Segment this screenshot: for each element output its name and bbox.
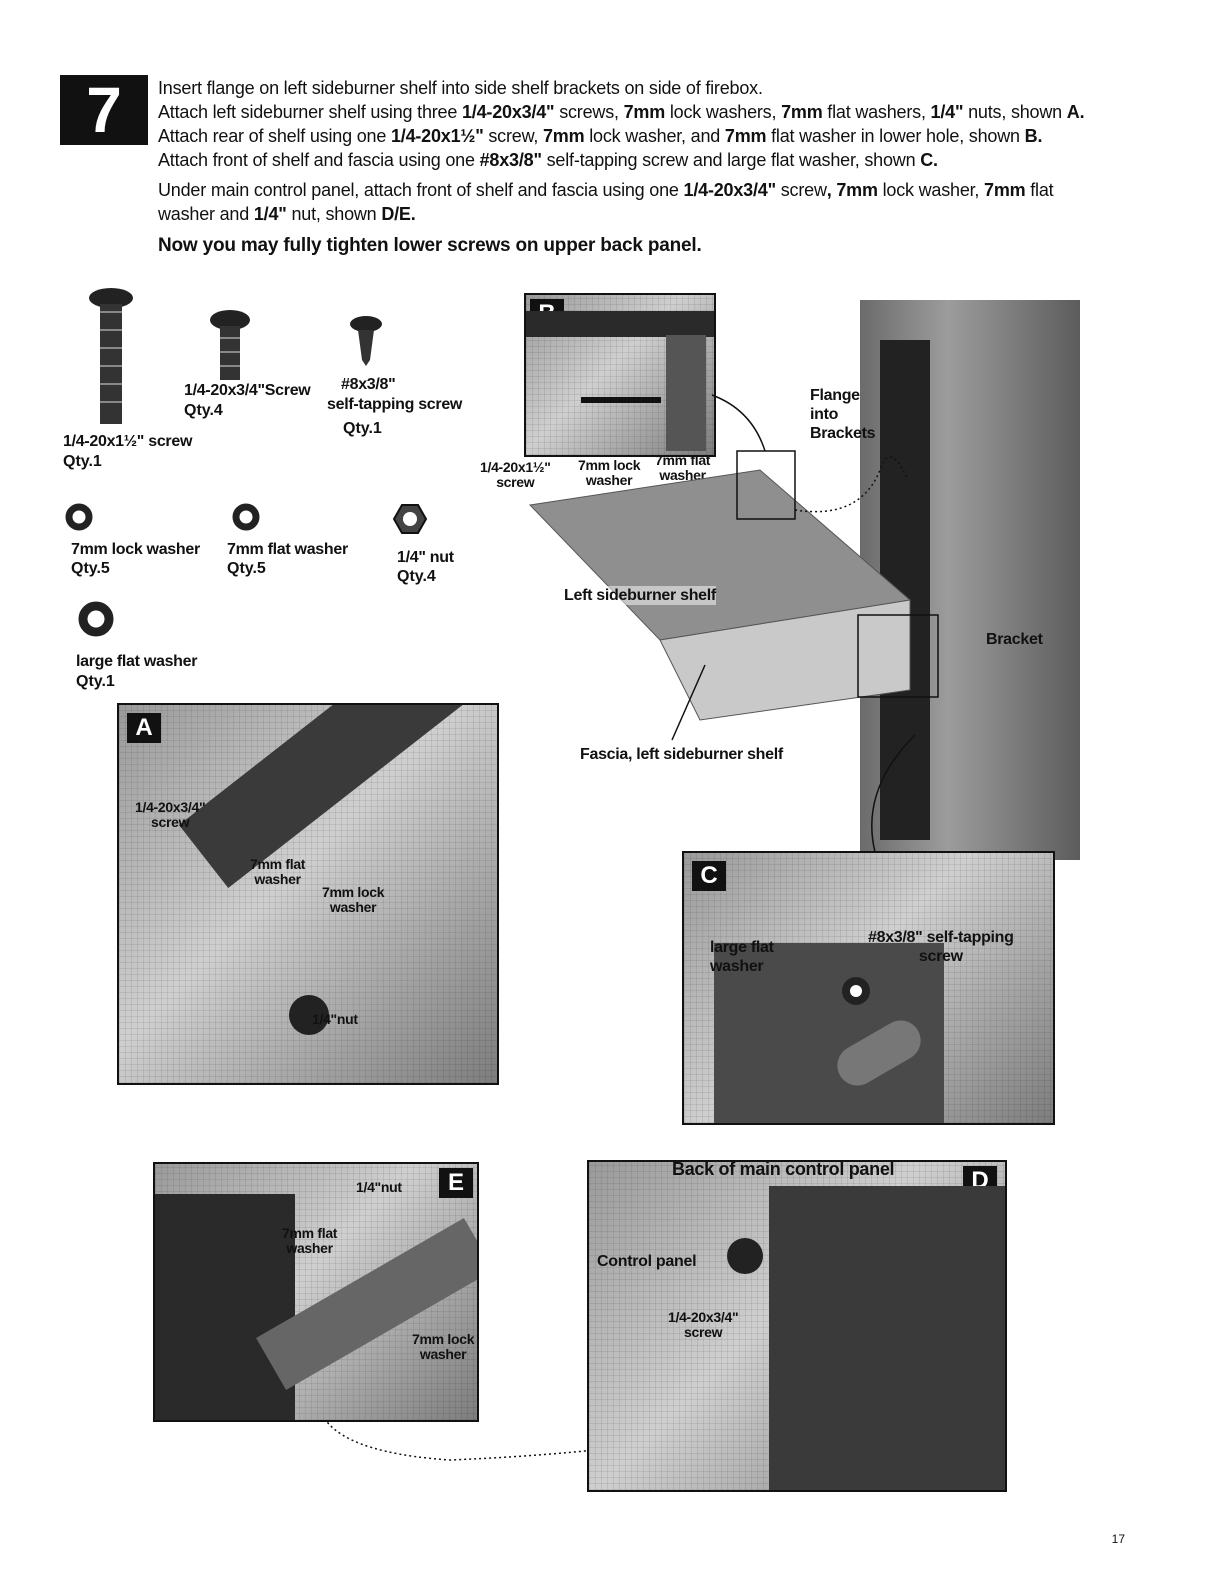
step-number-badge: 7	[60, 75, 148, 145]
bracket-shape	[666, 335, 706, 451]
knob-a-icon	[289, 995, 329, 1035]
flat-washer-icon	[232, 503, 260, 531]
detail-d-screw-label: 1/4-20x3/4"screw	[668, 1309, 739, 1340]
nut-hole-icon	[403, 512, 417, 526]
large-flat-washer-label: large flat washer	[76, 653, 198, 670]
detail-e-tag: E	[439, 1168, 473, 1198]
nut-label: 1/4" nut	[397, 549, 454, 566]
instructions: Insert flange on left sideburner shelf i…	[158, 76, 1158, 258]
medium-screw-label: 1/4-20x3/4"Screw	[184, 382, 311, 399]
detail-a-screw-label: 1/4-20x3/4"screw	[135, 799, 206, 830]
instruction-line-1: Insert flange on left sideburner shelf i…	[158, 78, 763, 98]
burner-frame-shape	[155, 1194, 295, 1420]
shelf-label: Left sideburner shelf	[564, 586, 716, 605]
page-number: 17	[1111, 1532, 1125, 1546]
detail-d-title: Back of main control panel	[672, 1159, 895, 1179]
bracket-callout-box	[857, 614, 939, 698]
instruction-line-5: Under main control panel, attach front o…	[158, 180, 1054, 200]
screw-d-icon	[727, 1238, 763, 1274]
detail-a-nut-label: 1/4"nut	[312, 1011, 358, 1027]
flange-callout-box	[736, 450, 796, 520]
shelf-edge-shape	[526, 311, 714, 337]
fascia-label: Fascia, left sideburner shelf	[580, 746, 783, 763]
connector-c-line	[871, 734, 916, 853]
detail-photo-a: A	[117, 703, 499, 1085]
fascia-pointer	[671, 664, 706, 741]
flat-washer-qty: Qty.5	[227, 560, 266, 577]
detail-e-nut-label: 1/4"nut	[356, 1179, 402, 1195]
medium-screw-icon	[210, 310, 250, 380]
long-screw-icon	[89, 288, 133, 424]
detail-photo-b: B	[524, 293, 716, 457]
medium-screw-qty: Qty.4	[184, 402, 223, 419]
large-flat-washer-qty: Qty.1	[76, 673, 115, 690]
detail-a-tag: A	[127, 713, 161, 743]
instruction-line-2: Attach left sideburner shelf using three…	[158, 102, 1085, 122]
connector-b-line	[711, 394, 766, 452]
instruction-line-6: washer and 1/4" nut, shown D/E.	[158, 204, 416, 224]
detail-photo-c: C	[682, 851, 1055, 1125]
self-tapping-screw-qty: Qty.1	[343, 420, 382, 437]
self-tapping-screw-label: self-tapping screw	[327, 396, 463, 413]
long-screw-qty: Qty.1	[63, 453, 102, 470]
self-tapping-screw-size: #8x3/8"	[341, 376, 396, 393]
lock-washer-label: 7mm lock washer	[71, 541, 200, 558]
flat-washer-label: 7mm flat washer	[227, 541, 348, 558]
flange-dotted-line	[794, 456, 909, 513]
detail-photo-e: E	[153, 1162, 479, 1422]
large-flat-washer-icon	[78, 601, 114, 637]
shelf-fascia-shape	[659, 599, 911, 721]
detail-d-control-panel-label: Control panel	[597, 1253, 697, 1270]
self-tapping-screw-icon	[350, 316, 382, 366]
detail-photo-d: D	[587, 1160, 1007, 1492]
long-screw-label: 1/4-20x1½" screw	[63, 433, 193, 450]
lock-washer-icon	[65, 503, 93, 531]
screw-b-icon	[581, 397, 661, 403]
control-panel-back-shape	[769, 1186, 1005, 1490]
detail-b-screw-label: 1/4-20x1½"screw	[480, 459, 551, 490]
nut-qty: Qty.4	[397, 568, 436, 585]
detail-c-tag: C	[692, 861, 726, 891]
instruction-line-3: Attach rear of shelf using one 1/4-20x1½…	[158, 126, 1043, 146]
lock-washer-qty: Qty.5	[71, 560, 110, 577]
bracket-label: Bracket	[986, 631, 1043, 648]
large-washer-c-icon	[842, 977, 870, 1005]
instruction-tighten-note: Now you may fully tighten lower screws o…	[158, 235, 702, 256]
instruction-line-4: Attach front of shelf and fascia using o…	[158, 150, 938, 170]
firebox-frame-shape	[179, 705, 489, 889]
